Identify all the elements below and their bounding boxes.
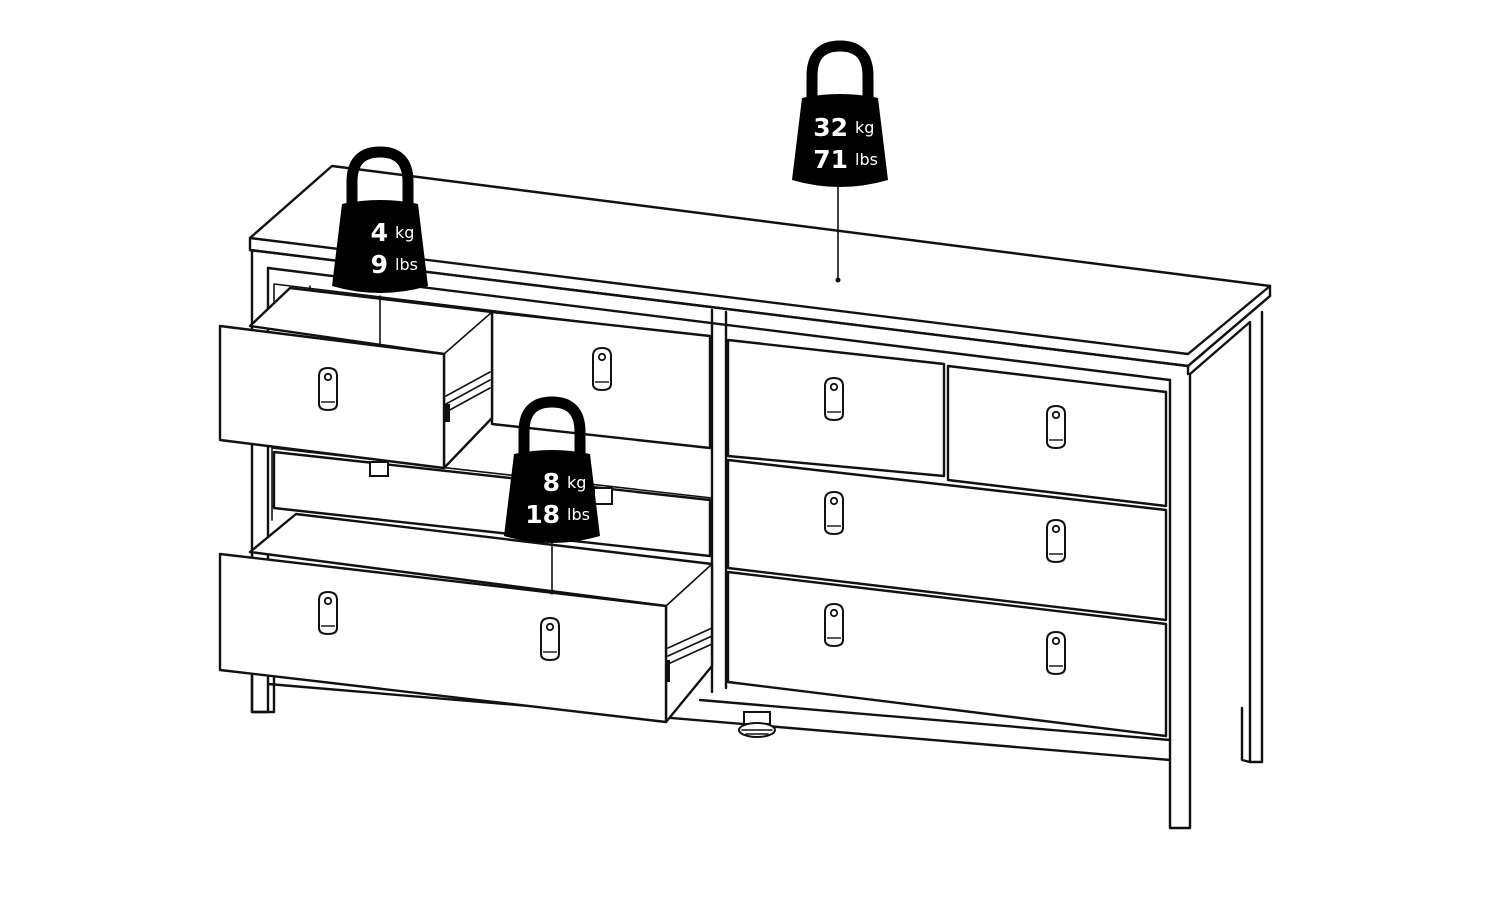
weight-kg-unit: kg (395, 223, 414, 242)
drawer-handle[interactable] (592, 347, 612, 391)
weight-lbs-unit: lbs (567, 505, 590, 524)
right-drawers (726, 338, 1168, 738)
weight-callout-small-drawer: 4 kg 9 lbs (332, 152, 428, 293)
drawer-handle[interactable] (824, 491, 844, 535)
weight-kg-value: 4 (371, 218, 388, 247)
weight-kg-value: 8 (543, 468, 560, 497)
drawer-handle[interactable] (318, 367, 338, 411)
weight-lbs-unit: lbs (395, 255, 418, 274)
weight-lbs-value: 18 (525, 500, 560, 529)
weight-kg-value: 32 (813, 113, 848, 142)
weight-callout-large-drawer: 8 kg 18 lbs (504, 402, 600, 595)
weight-kg-unit: kg (855, 118, 874, 137)
drawer-handle[interactable] (824, 377, 844, 421)
weight-kg-unit: kg (567, 473, 586, 492)
drawer-handle[interactable] (540, 617, 560, 661)
drawer-handle[interactable] (318, 591, 338, 635)
drawer-handle[interactable] (1046, 405, 1066, 449)
open-small-drawer[interactable] (218, 286, 494, 470)
leveling-foot (738, 711, 776, 738)
weight-lbs-unit: lbs (855, 150, 878, 169)
open-large-drawer[interactable] (218, 512, 714, 724)
front-left-leg (250, 674, 276, 714)
drawer-handle[interactable] (824, 603, 844, 647)
center-divider (710, 308, 728, 694)
weight-callout-top: 32 kg 71 lbs (792, 46, 888, 283)
dresser (248, 164, 1272, 830)
drawer-handle[interactable] (1046, 631, 1066, 675)
weight-lbs-value: 9 (371, 250, 388, 279)
drawer-handle[interactable] (1046, 519, 1066, 563)
weight-lbs-value: 71 (813, 145, 848, 174)
